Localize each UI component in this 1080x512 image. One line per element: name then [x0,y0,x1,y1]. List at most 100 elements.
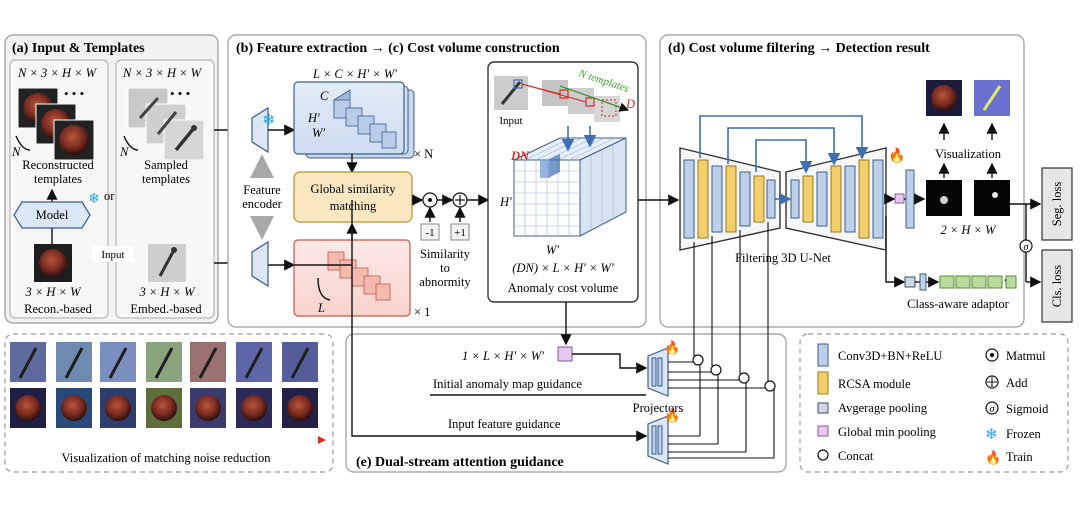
legend-min: Global min pooling [838,425,937,439]
legend-sigmoid: Sigmoid [1006,402,1049,416]
legend-train-icon: 🔥 [985,450,1001,465]
input-label: Input [101,249,124,261]
legend-avg-swatch [817,402,829,414]
train-icon: 🔥 [664,408,680,423]
legend-sigmoid-icon [985,401,999,415]
sampled-templates-line1: Sampled [144,158,188,172]
concat-icon [764,380,776,392]
h-label: H′ [307,111,320,125]
concat-icon [692,354,704,366]
panel-bc-title: (b) Feature extraction → (c) Cost volume… [236,41,560,56]
recon-templates-line1: Reconstructed [22,158,94,172]
feature-encoder-line1: Feature [243,183,281,197]
reconstructed-template-stack: • • • N [11,86,95,161]
legend-matmul: Matmul [1006,349,1046,363]
panel-e-title: (e) Dual-stream attention guidance [356,455,564,470]
recon-n-label: N [11,145,21,159]
noise-vis-row-apple [10,388,318,428]
model-block [13,201,91,229]
model-label: Model [36,208,69,222]
unet-blocks [683,159,884,239]
times-n: × N [414,147,433,161]
seg-map-screw [974,180,1010,216]
panel-a: (a) Input & Templates N × 3 × H × W N × … [4,34,219,324]
sampled-templates-line2: templates [142,172,190,186]
template-feature-stairs [333,89,397,149]
svg-text:σ: σ [1024,242,1030,253]
input-guidance-label: Input feature guidance [448,417,561,431]
seg-loss-box [1041,167,1073,241]
map-dims: 1 × L × H′ × W′ [462,349,544,363]
avg-pool-block [904,276,916,288]
panel-bc: (b) Feature extraction → (c) Cost volume… [227,34,647,328]
seg-loss-label: Seg. loss [1050,182,1064,227]
frozen-icon: ❄ [88,192,100,207]
sim-to-abn-line3: abnormity [419,275,471,289]
feat-dims: L × C × H′ × W′ [312,67,397,81]
noise-vis-row-screw [10,342,318,382]
recon-based-label: Recon.-based [24,302,92,316]
legend-rcsa: RCSA module [838,377,911,391]
legend-add: Add [1006,376,1028,390]
dn-text: DN [510,149,530,163]
cost-volume-cube [513,137,627,237]
adaptor-label: Class-aware adaptor [907,297,1010,311]
filtering-label: Filtering 3D U-Net [735,251,831,265]
or-label: or [104,189,115,203]
legend-conv-swatch [817,343,829,367]
recon-templates-line2: templates [34,172,82,186]
l-label: L [317,301,325,315]
svg-text:σ: σ [990,404,996,415]
frozen-icon: ❄ [262,112,275,129]
cube-h-label: H′ [499,195,512,209]
legend-rcsa-swatch [817,371,829,395]
cv-input-label: Input [499,115,522,127]
global-sim-line2: matching [330,199,377,213]
input-dims-right: 3 × H × W [138,285,196,299]
legend-avg: Avgerage pooling [838,401,928,415]
train-icon: 🔥 [888,147,905,164]
screw-icon [138,96,197,152]
d-label: D [625,97,635,111]
sim-to-abn-line2: to [440,261,450,275]
embed-based-label: Embed.-based [130,302,202,316]
sampled-ellipsis: • • • [170,86,190,101]
sampled-dims: N × 3 × H × W [122,66,203,80]
panel-d-title: (d) Cost volume filtering → Detection re… [668,41,930,56]
cost-volume-caption: Anomaly cost volume [508,281,619,295]
global-similarity-block [293,171,413,223]
dn-label: DN [510,149,530,163]
legend-frozen-icon: ❄ [985,427,998,443]
cls-loss-label: Cls. loss [1050,265,1064,308]
noise-caption: Visualization of matching noise reductio… [62,451,272,465]
projectors-label: Projectors [633,401,684,415]
recon-ellipsis: • • • [64,86,84,101]
concat-icon [710,364,722,376]
visualization-label: Visualization [935,147,1002,161]
concat-icon [738,372,750,384]
feature-encoder-line2: encoder [242,197,282,211]
volume-dims: (DN) × L × H′ × W′ [512,261,614,275]
panel-e: (e) Dual-stream attention guidance 1 × L… [294,200,787,473]
w-label: W′ [312,126,325,140]
panel-d: (d) Cost volume filtering → Detection re… [638,34,1073,328]
feature-encoder-bottom [251,240,269,288]
sampled-template-stack: • • • N [119,86,205,161]
min-pool-guidance [557,346,573,362]
sampled-n-label: N [119,145,129,159]
legend: Conv3D+BN+ReLU RCSA module Avgerage pool… [799,333,1069,473]
out-dims: 2 × H × W [940,223,997,237]
sim-to-abn-line1: Similarity [420,247,471,261]
train-icon: 🔥 [664,340,680,355]
legend-concat-icon [817,449,829,461]
times-1: × 1 [414,305,430,319]
feature-encoder-top [251,106,269,154]
legend-frozen: Frozen [1006,427,1041,441]
output-conv-block [905,169,915,229]
c-label: C [320,89,329,103]
panel-a-title: (a) Input & Templates [12,41,145,56]
minus-one: -1 [425,227,434,239]
global-min-pool-block [894,193,905,204]
plus-one: +1 [454,227,466,239]
